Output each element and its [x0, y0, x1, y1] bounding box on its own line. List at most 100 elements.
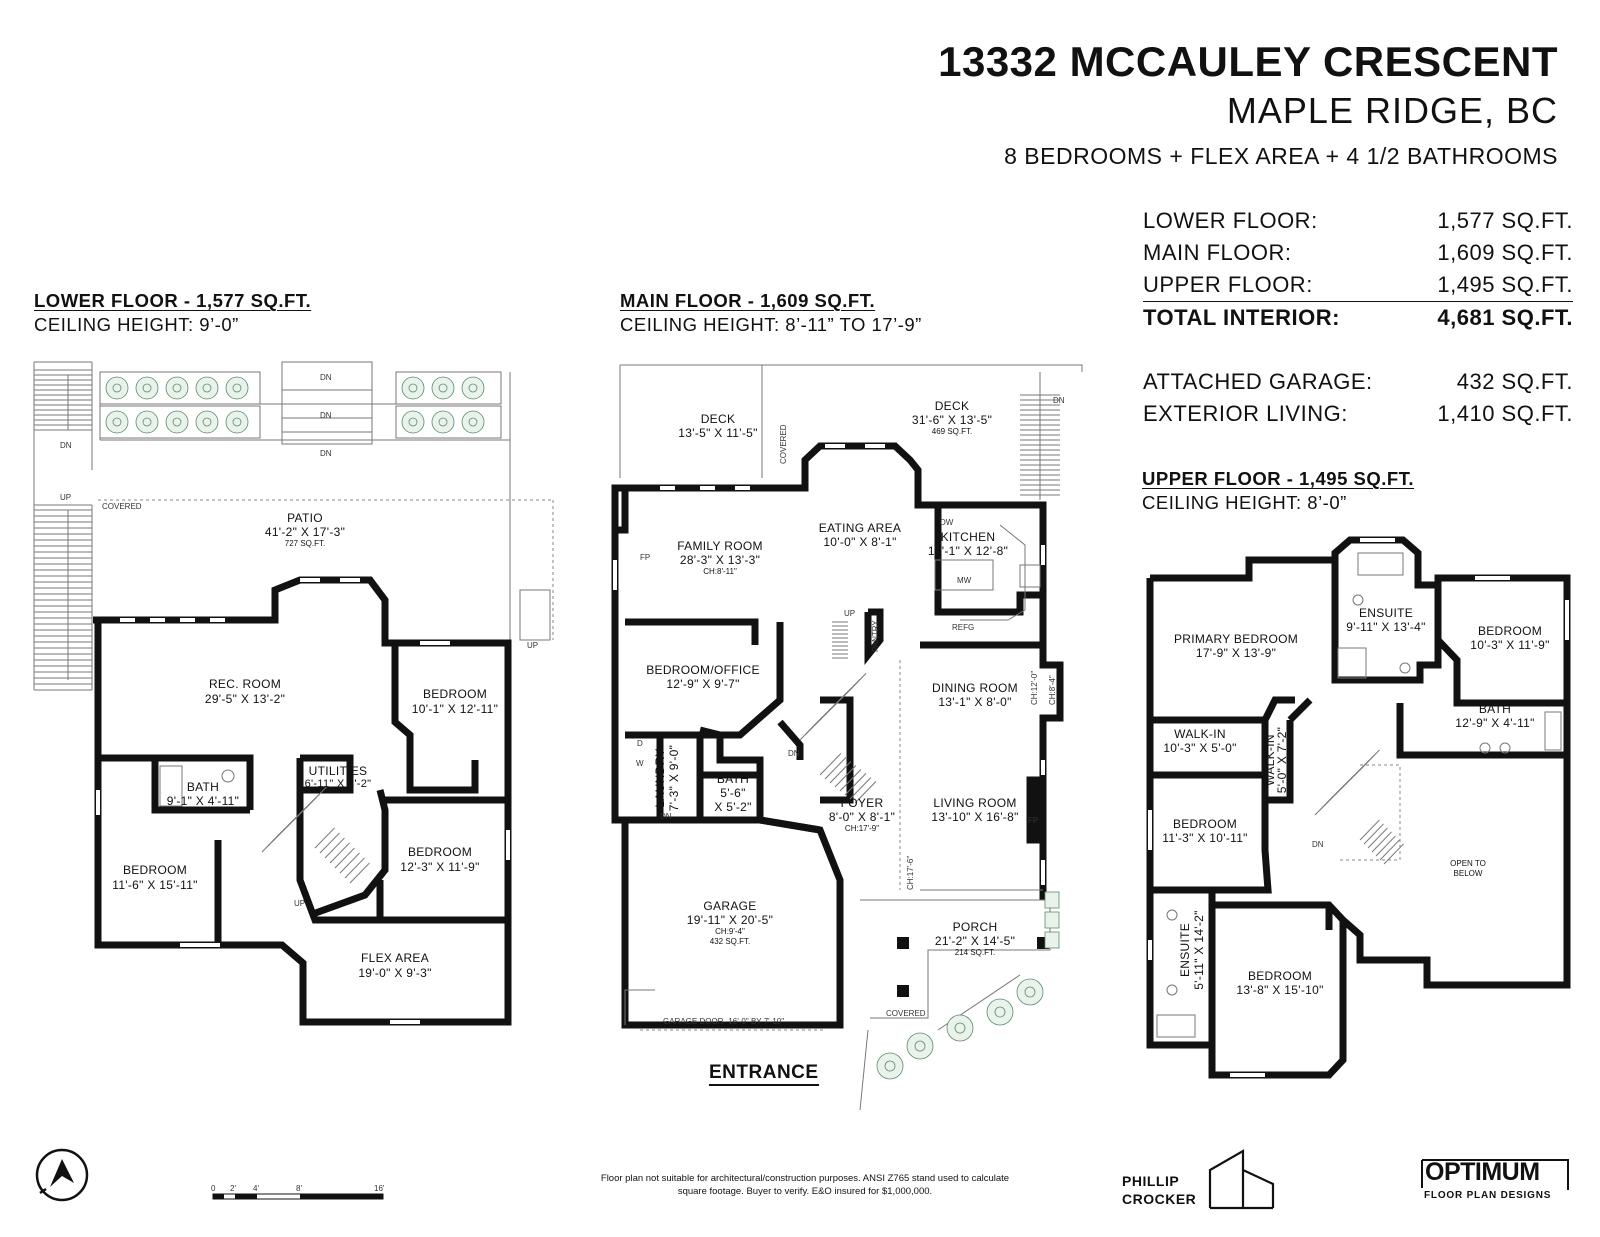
plant-icon: [202, 417, 212, 427]
up-label: UP: [844, 609, 855, 618]
plant-icon: [232, 383, 242, 393]
stair-tread: [819, 753, 842, 776]
sink: [1499, 742, 1511, 754]
bathtub: [1357, 552, 1404, 576]
porch-column: [897, 937, 909, 949]
room-label: PORCH: [953, 920, 998, 934]
up-label: UP: [527, 641, 538, 650]
stat-value: 1,410 SQ.FT.: [1437, 401, 1573, 426]
room-dim: 5'-0" X 7'-2": [1275, 727, 1289, 793]
up-label: UP: [60, 493, 71, 502]
plant-icon: [142, 383, 152, 393]
room-dim: 17'-9" X 13'-9": [1196, 646, 1276, 660]
room-label: WALK-IN: [1174, 727, 1226, 741]
room-label: BEDROOM/OFFICE: [646, 663, 760, 677]
exterior-footage-table: ATTACHED GARAGE: 432 SQ.FT. EXTERIOR LIV…: [1143, 366, 1573, 430]
stair-tread: [1371, 831, 1392, 853]
room-label: ENSUITE: [1359, 606, 1413, 620]
plant-icon: [202, 383, 212, 393]
stair-tread: [1383, 843, 1404, 865]
stair-tread: [854, 781, 877, 804]
plant-icon: [914, 1040, 926, 1052]
room-label: BATH: [1479, 702, 1511, 716]
room-label: BEDROOM: [408, 845, 472, 859]
room-dim: 5'-11" X 14'-2": [1192, 910, 1206, 989]
stat-label: UPPER FLOOR:: [1143, 272, 1313, 297]
room-label: BEDROOM: [123, 863, 187, 877]
bathtub: [159, 765, 183, 807]
toilet: [1352, 594, 1364, 606]
dn-label: DN: [60, 441, 72, 450]
room-area: 469 SQ.FT.: [932, 427, 972, 436]
room-label: PRIMARY BEDROOM: [1174, 632, 1298, 646]
room-area: 432 SQ.FT.: [710, 937, 750, 946]
stair-tread: [844, 673, 867, 696]
room-label: KITCHEN: [941, 530, 996, 544]
room-dim: 12'-9" X 9'-7": [666, 677, 739, 691]
plant-icon: [408, 417, 418, 427]
room-dim: 29'-5" X 13'-2": [205, 692, 285, 706]
plant-icon: [172, 417, 182, 427]
room-dim: 13'-1" X 8'-0": [938, 695, 1011, 709]
stair-tread: [1375, 835, 1396, 857]
phillip-crocker-logo: [1208, 1149, 1275, 1210]
room-dim: 10'-0" X 8'-1": [823, 535, 896, 549]
ceiling-label: CH:8'-4": [1048, 675, 1057, 705]
room-ceiling: CH:9'-4": [715, 927, 745, 936]
sink: [221, 769, 235, 783]
plant-icon: [438, 417, 448, 427]
room-dim: 13'-1" X 12'-8": [928, 544, 1008, 558]
stair-tread: [834, 765, 857, 788]
room-dim: 28'-3" X 13'-3": [680, 553, 760, 567]
dn-label: DN: [1312, 840, 1324, 849]
planter-box: [99, 371, 261, 405]
plant-icon: [172, 383, 182, 393]
lower-exterior-wall: [93, 576, 512, 1026]
scale-tick: 8': [296, 1184, 302, 1193]
covered-label: COVERED: [102, 502, 142, 511]
room-label: FLEX AREA: [361, 951, 429, 965]
main-floor-ceiling: CEILING HEIGHT: 8’-11” TO 17’-9”: [620, 314, 922, 335]
room-dim: 7'-3" X 9'-0": [667, 745, 681, 811]
plant-icon: [884, 1060, 896, 1072]
room-dim: 13'-8" X 15'-10": [1236, 983, 1323, 997]
stair-tread: [1379, 839, 1400, 861]
ceiling-label: CH:12'-0": [1030, 671, 1039, 705]
bathtub: [1156, 1014, 1196, 1038]
room-label: DINING ROOM: [932, 681, 1018, 695]
open-to-below-label: OPEN TO: [1450, 859, 1486, 868]
covered-label: COVERED: [886, 1009, 926, 1018]
room-dim: 10'-3" X 5'-0": [1163, 741, 1236, 755]
plant-icon: [438, 383, 448, 393]
stair-tread: [1367, 827, 1388, 849]
upper-floor-ceiling: CEILING HEIGHT: 8’-0”: [1142, 492, 1347, 513]
room-label: ENSUITE: [1178, 923, 1192, 977]
stat-value: 1,495 SQ.FT.: [1437, 272, 1573, 297]
planter-icon: [1044, 911, 1060, 929]
stair-tread: [824, 757, 847, 780]
optimum-logo-frame: [1421, 1159, 1569, 1190]
plant-icon: [142, 417, 152, 427]
stat-row-exterior: EXTERIOR LIVING: 1,410 SQ.FT.: [1143, 398, 1573, 430]
brand-line: CROCKER: [1122, 1191, 1197, 1207]
room-label: LIVING ROOM: [933, 796, 1016, 810]
stat-row-main: MAIN FLOOR: 1,609 SQ.FT.: [1143, 237, 1573, 269]
lower-exterior-stairs: [33, 361, 93, 691]
room-label: REC. ROOM: [209, 677, 281, 691]
porch-column: [897, 985, 909, 997]
scale-tick: 4': [253, 1184, 259, 1193]
garage-door-label: GARAGE DOOR- 16'-0" BY 7'-10": [663, 1017, 784, 1026]
room-label: WALK-IN: [1263, 734, 1277, 786]
mw-label: MW: [957, 576, 972, 585]
plant-icon: [468, 383, 478, 393]
fireplace-label: FP: [1028, 816, 1038, 825]
room-dim: 10'-1" X 12'-11": [412, 702, 498, 716]
scale-tick: 2': [230, 1184, 236, 1193]
plant-icon: [112, 383, 122, 393]
room-dim: 31'-6" X 13'-5": [912, 413, 992, 427]
room-dim: 19'-0" X 9'-3": [358, 966, 431, 980]
stair-tread: [844, 773, 867, 796]
stair-tread: [1363, 823, 1384, 845]
